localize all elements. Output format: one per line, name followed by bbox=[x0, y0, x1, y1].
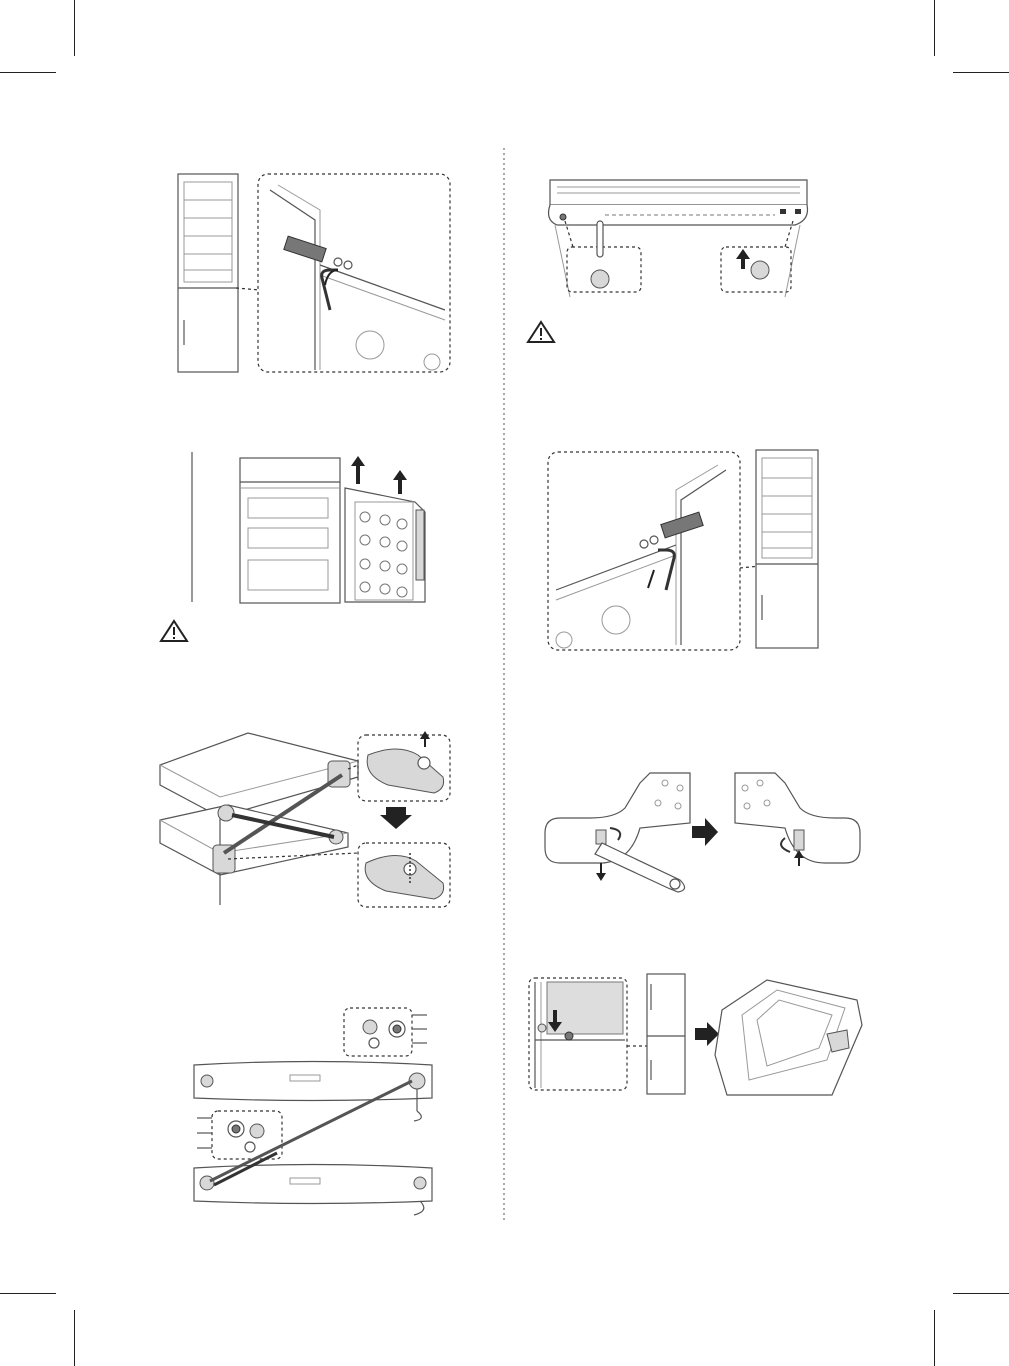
door-lift-icon bbox=[190, 452, 440, 604]
hinge-swap-icon bbox=[158, 725, 453, 910]
allen-key-hinge-icon bbox=[546, 450, 831, 652]
wrench-pin-icon bbox=[540, 768, 865, 893]
warning-triangle-icon bbox=[160, 619, 188, 643]
warning-triangle-icon bbox=[527, 320, 555, 344]
allen-key-hinge-icon bbox=[170, 170, 455, 380]
door-mount-icon bbox=[527, 970, 865, 1100]
cover-caps-icon bbox=[545, 175, 810, 300]
hinge-parts-icon bbox=[192, 1003, 442, 1221]
